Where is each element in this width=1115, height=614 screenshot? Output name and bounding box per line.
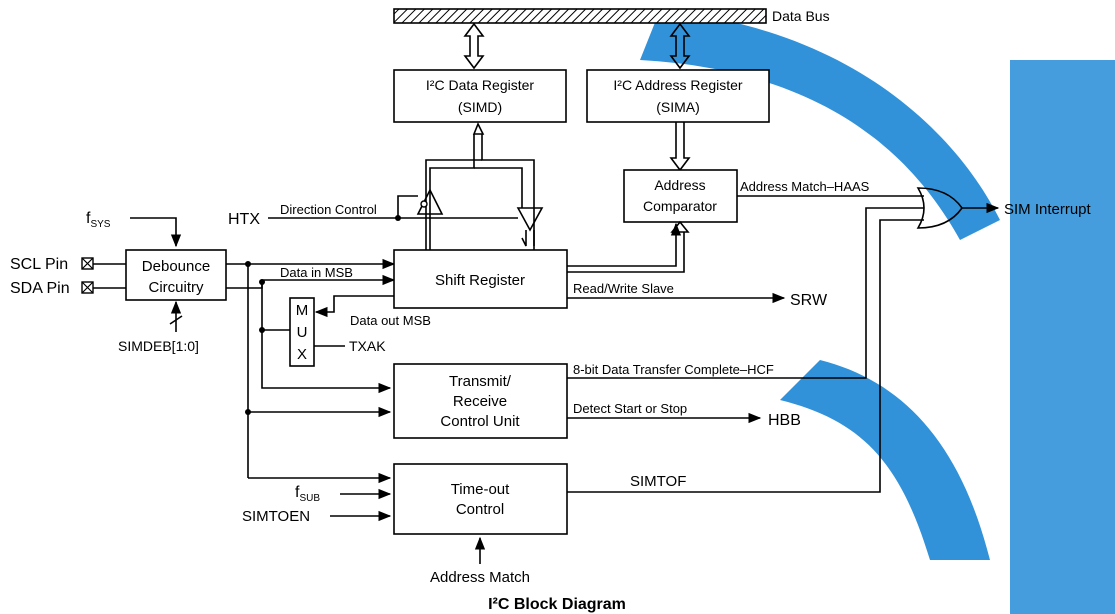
address-match-label: Address Match <box>430 569 530 586</box>
simd-line1: I²C Data Register <box>426 77 534 93</box>
fsys-f: f <box>86 210 91 227</box>
trx-line2: Receive <box>453 393 507 410</box>
haas-label: Address Match–HAAS <box>740 179 870 194</box>
sima-line1: I²C Address Register <box>613 77 742 93</box>
debounce-line2: Circuitry <box>149 279 204 296</box>
sda-out-line <box>226 274 396 289</box>
debounce-block <box>125 249 227 301</box>
fsub-f: f <box>295 484 300 501</box>
shift-register-label: Shift Register <box>435 272 525 289</box>
simtoen-label: SIMTOEN <box>242 508 310 525</box>
srw-label: SRW <box>790 292 828 309</box>
diagram-title: I²C Block Diagram <box>488 596 626 613</box>
fsub-sub: SUB <box>299 493 320 504</box>
simd-register-block <box>393 69 567 123</box>
data-out-msb-line <box>314 295 394 318</box>
comparator-line2: Comparator <box>643 198 717 214</box>
sima-comparator-arrow <box>669 122 691 172</box>
mux-l2: U <box>297 324 308 341</box>
sda-pin-label: SDA Pin <box>10 280 70 297</box>
timeout-control-block <box>393 463 568 535</box>
htx-line <box>268 195 418 219</box>
sima-line2: (SIMA) <box>656 99 700 115</box>
bus-simd-double-arrow <box>463 22 485 70</box>
bus-sima-double-arrow <box>669 22 691 70</box>
htx-label: HTX <box>228 211 260 228</box>
data-out-msb-label: Data out MSB <box>350 313 431 328</box>
simtof-label: SIMTOF <box>630 473 686 490</box>
fsub-label: fSUB <box>295 484 320 504</box>
data-in-msb-label: Data in MSB <box>280 265 353 280</box>
fsys-sub: SYS <box>90 219 110 230</box>
scl-pin-icon <box>81 257 94 270</box>
sda-pin-icon <box>81 281 94 294</box>
shift-comparator-line-1 <box>567 222 682 267</box>
comparator-in-arrow <box>670 220 690 233</box>
hcf-label: 8-bit Data Transfer Complete–HCF <box>573 362 774 377</box>
txak-label: TXAK <box>349 338 386 354</box>
address-comparator-block <box>623 169 738 223</box>
fsys-label: fSYS <box>86 210 111 230</box>
down-buffer-icon <box>516 207 544 232</box>
timeout-line2: Control <box>456 501 504 518</box>
simdeb-label: SIMDEB[1:0] <box>118 338 199 354</box>
data-bus-bar <box>393 8 767 24</box>
direction-control-label: Direction Control <box>280 202 377 217</box>
hbb-label: HBB <box>768 412 801 429</box>
scl-pin-label: SCL Pin <box>10 256 68 273</box>
rw-slave-label: Read/Write Slave <box>573 281 674 296</box>
mux-block <box>289 297 315 367</box>
simd-line2: (SIMD) <box>458 99 502 115</box>
trx-line1: Transmit/ <box>449 373 512 390</box>
sim-interrupt-label: SIM Interrupt <box>1004 201 1092 218</box>
debounce-line1: Debounce <box>142 258 210 275</box>
comparator-line1: Address <box>654 177 705 193</box>
mux-l3: X <box>297 346 307 363</box>
up-buffer-enable <box>420 200 428 208</box>
hcf-line <box>567 207 924 379</box>
simtof-line <box>567 219 924 493</box>
timeout-line1: Time-out <box>451 481 510 498</box>
trx-control-block <box>393 363 568 439</box>
sima-register-block <box>586 69 770 123</box>
shift-comparator-line-2 <box>567 232 685 273</box>
mux-l1: M <box>296 302 309 319</box>
simdeb-bus-slash <box>169 315 183 325</box>
detect-label: Detect Start or Stop <box>573 401 687 416</box>
watermark <box>640 10 1115 614</box>
sda-to-trx <box>261 282 392 394</box>
trx-line3: Control Unit <box>440 413 520 430</box>
data-bus-label: Data Bus <box>772 8 830 24</box>
fsys-arrow <box>130 217 182 248</box>
shift-register-block <box>393 249 568 309</box>
down-buffer-out <box>521 230 535 247</box>
pin-lines <box>93 263 126 289</box>
simd-buffer-lines <box>425 122 535 250</box>
